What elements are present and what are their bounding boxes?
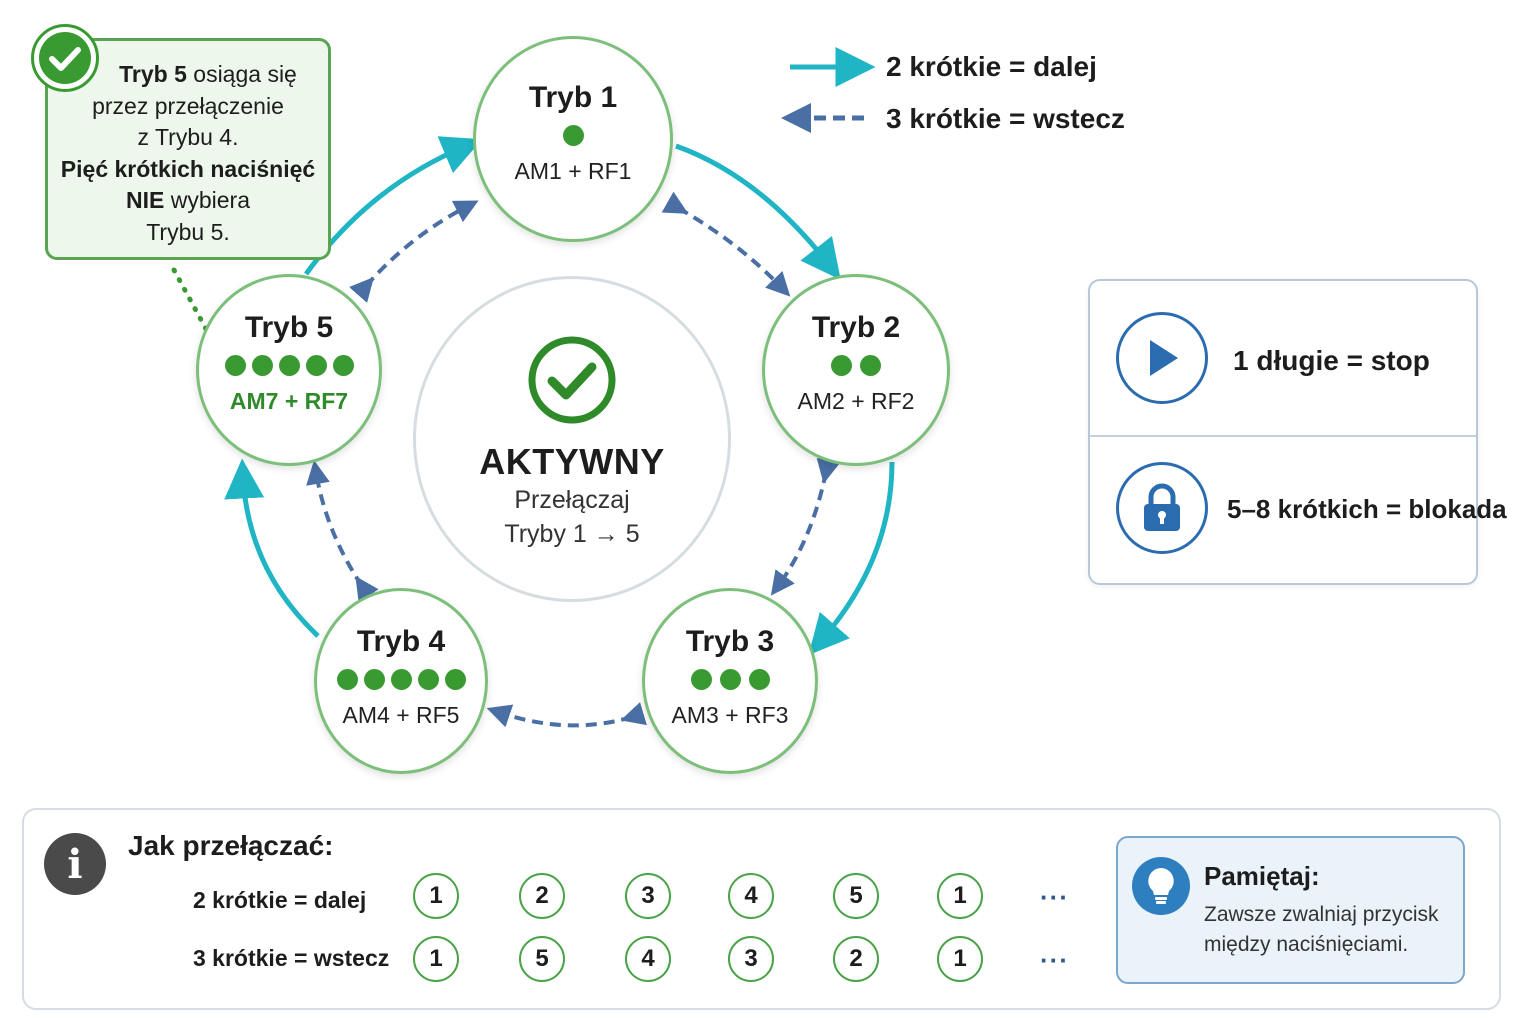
- reminder-text: Zawsze zwalniaj przycisk między naciśnię…: [1204, 903, 1439, 956]
- mode-title: Tryb 1: [528, 81, 618, 114]
- backward-row-label: 3 krótkie = wstecz: [193, 945, 390, 971]
- stop-label: 1 długie = stop: [1233, 345, 1430, 376]
- backward-seq-step: 5: [519, 936, 565, 982]
- mode-dots: [645, 669, 815, 690]
- forward-arrow-2-3: [808, 461, 895, 656]
- callout-line5-bold: NIE: [126, 187, 165, 213]
- mode-dots: [476, 125, 670, 146]
- mode-title: Tryb 2: [811, 311, 901, 344]
- play-icon: [1116, 312, 1208, 404]
- mode-title: Tryb 4: [356, 625, 446, 658]
- dashed-arrow-2-3: [770, 457, 841, 596]
- lock-icon: [1116, 462, 1208, 554]
- forward-seq-step: 1: [937, 873, 983, 919]
- mode-node-4[interactable]: Tryb 4 AM4 + RF5: [314, 588, 488, 774]
- backward-seq-step: 2: [833, 936, 879, 982]
- mode-node-2[interactable]: Tryb 2 AM2 + RF2: [762, 274, 950, 466]
- backward-seq-more: ···: [1040, 945, 1069, 975]
- forward-seq-step: 3: [625, 873, 671, 919]
- backward-seq-step: 3: [728, 936, 774, 982]
- mode-subtitle: AM4 + RF5: [342, 702, 460, 728]
- backward-seq-step: 1: [937, 936, 983, 982]
- legend-forward-label: 2 krótkie = dalej: [886, 51, 1097, 82]
- mode-dots: [199, 355, 379, 376]
- lock-label: 5–8 krótkich = blokada: [1227, 494, 1507, 524]
- backward-seq-step: 4: [625, 936, 671, 982]
- howto-title: Jak przełączać:: [128, 830, 334, 861]
- status-line-1: Przełączaj: [514, 486, 630, 514]
- forward-seq-step: 4: [728, 873, 774, 919]
- callout-line1-bold: Tryb 5: [119, 61, 187, 87]
- mode-dots: [765, 355, 947, 376]
- mode-title: Tryb 5: [244, 311, 334, 344]
- tryb5-callout: Tryb 5 osiąga się przez przełączenie z T…: [45, 38, 331, 260]
- mode-node-1[interactable]: Tryb 1 AM1 + RF1: [473, 36, 673, 242]
- dashed-arrow-5-1: [349, 200, 479, 303]
- mode-subtitle: AM7 + RF7: [229, 388, 349, 414]
- check-circle-icon: [527, 335, 617, 425]
- callout-line1-rest: osiąga się: [186, 61, 297, 87]
- mode-subtitle: AM1 + RF1: [514, 158, 632, 184]
- forward-row-label: 2 krótkie = dalej: [193, 887, 367, 913]
- mode-node-3[interactable]: Tryb 3 AM3 + RF3: [642, 588, 818, 774]
- forward-arrow-4-5: [224, 458, 320, 638]
- callout-line4-bold: Pięć krótkich naciśnięć: [60, 155, 316, 182]
- mode-subtitle: AM2 + RF2: [797, 388, 915, 414]
- mode-dots: [317, 669, 485, 690]
- mode-node-5[interactable]: Tryb 5 AM7 + RF7: [196, 274, 382, 466]
- panel-divider: [1090, 435, 1476, 437]
- dashed-arrow-1-2: [661, 191, 791, 297]
- forward-seq-more: ···: [1040, 882, 1069, 912]
- callout-line5-rest: wybiera: [164, 187, 250, 213]
- reminder-title: Pamiętaj:: [1204, 861, 1320, 891]
- forward-seq-step: 5: [833, 873, 879, 919]
- status-line-2: Tryby 1 → 5: [504, 520, 640, 548]
- check-badge-icon: [31, 24, 99, 92]
- dashed-arrow-3-4: [486, 702, 647, 728]
- lightbulb-icon: [1132, 857, 1190, 915]
- forward-arrow-1-2: [675, 143, 841, 280]
- info-icon: i: [44, 833, 106, 895]
- active-status-center: AKTYWNY Przełączaj Tryby 1 → 5: [413, 276, 731, 602]
- callout-line6: Trybu 5.: [146, 218, 230, 245]
- forward-seq-step: 2: [519, 873, 565, 919]
- legend-backward-label: 3 krótkie = wstecz: [886, 103, 1125, 134]
- forward-seq-step: 1: [413, 873, 459, 919]
- mode-subtitle: AM3 + RF3: [671, 702, 789, 728]
- callout-line2: przez przełączenie: [92, 92, 284, 119]
- dashed-arrow-4-5: [306, 460, 379, 603]
- mode-title: Tryb 3: [685, 625, 775, 658]
- callout-line3: z Trybu 4.: [137, 124, 239, 150]
- backward-seq-step: 1: [413, 936, 459, 982]
- status-label: AKTYWNY: [479, 441, 665, 482]
